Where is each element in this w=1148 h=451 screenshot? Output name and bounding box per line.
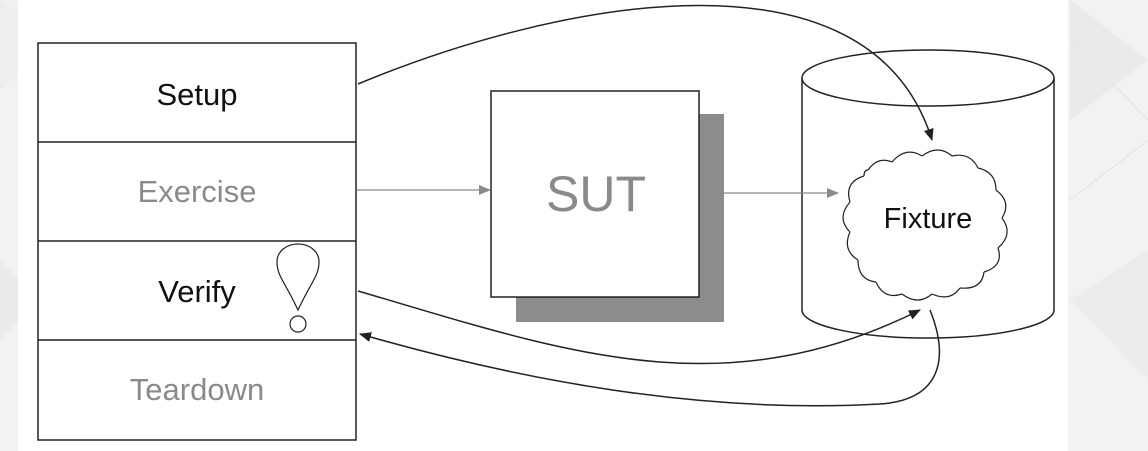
phase-teardown-label: Teardown [130, 372, 264, 407]
phase-stack: Setup Exercise Verify Teardown [37, 42, 357, 441]
setup-to-fixture-arrow [357, 4, 934, 141]
sut-frame [490, 90, 700, 298]
verify-to-fixture-arrow [357, 290, 921, 365]
phase-verify-label: Verify [158, 274, 236, 309]
fixture-to-verify-arrow [359, 309, 941, 407]
phase-exercise-label: Exercise [138, 174, 257, 209]
fixture-cloud: Fixture [842, 146, 1010, 301]
database-top [801, 49, 1055, 107]
phase-setup-label: Setup [156, 77, 237, 112]
lightbulb-icon [276, 243, 320, 333]
sut-label: SUT [546, 166, 646, 222]
fixture-label: Fixture [884, 203, 973, 235]
sut-box: SUT [490, 90, 724, 322]
